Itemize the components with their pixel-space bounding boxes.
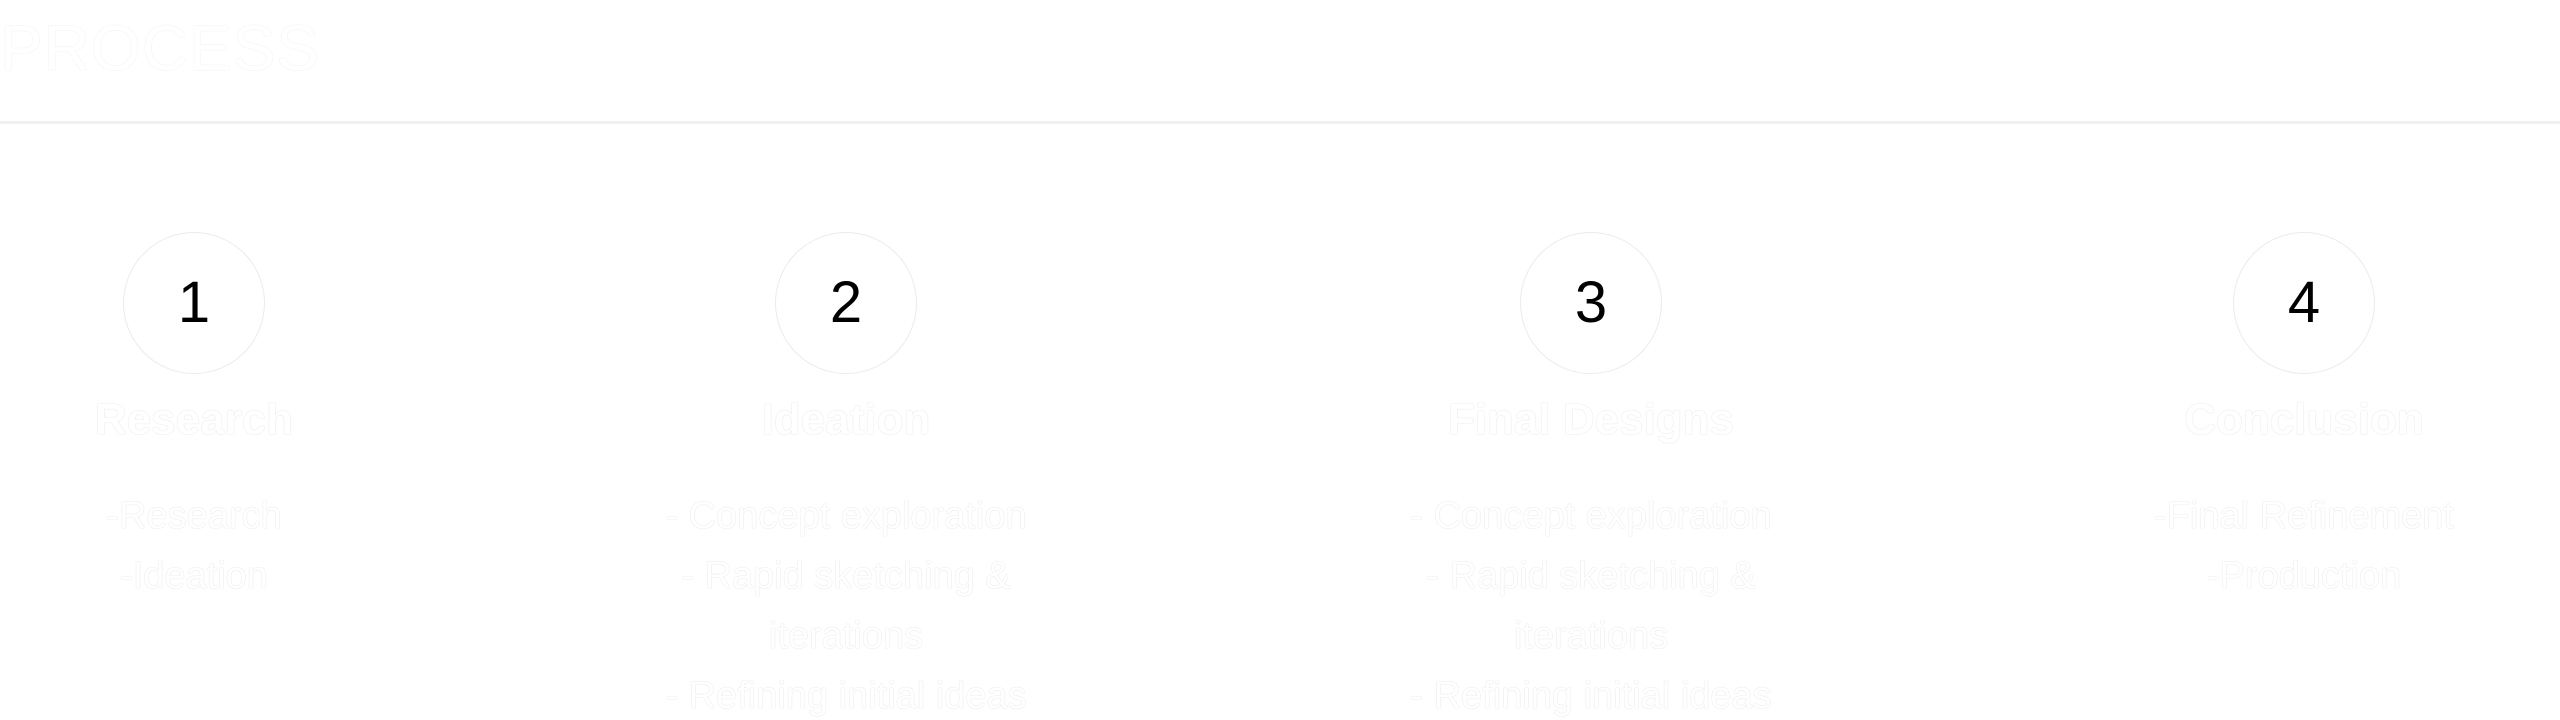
step-number-circle: 4 [2233, 232, 2375, 374]
step-item-list: - Concept exploration - Rapid sketching … [1381, 486, 1801, 720]
section-header: PROCESS [0, 0, 2560, 124]
step-item: iterations [1513, 615, 1669, 657]
step-item: iterations [768, 615, 924, 657]
step-title: Ideation [761, 395, 931, 444]
step-title: Research [94, 395, 294, 444]
step-item: -Research [106, 495, 282, 537]
step-number: 2 [829, 270, 863, 335]
step-number: 4 [2287, 270, 2321, 335]
process-step-3: 3 Final Designs - Concept exploration - … [1381, 232, 1801, 720]
process-step-4: 4 Conclusion -Final Refinement -Producti… [2094, 232, 2514, 606]
step-number: 3 [1574, 270, 1608, 335]
step-number-circle: 1 [123, 232, 265, 374]
step-item: - Refining initial ideas [665, 675, 1027, 717]
step-item: -Production [2206, 555, 2402, 597]
step-item-list: -Research -Ideation [0, 486, 404, 606]
step-item: - Concept exploration [1410, 495, 1772, 537]
step-item: -Final Refinement [2154, 495, 2454, 537]
process-step-1: 1 Research -Research -Ideation [0, 232, 404, 606]
step-title: Conclusion [2184, 395, 2424, 444]
step-title: Final Designs [1447, 395, 1735, 444]
step-item: - Rapid sketching & [1426, 555, 1756, 597]
step-number-circle: 3 [1520, 232, 1662, 374]
step-number: 1 [177, 270, 211, 335]
step-item: - Concept exploration [665, 495, 1027, 537]
section-title: PROCESS [0, 12, 320, 84]
step-item: - Refining initial ideas [1410, 675, 1772, 717]
step-item: -Ideation [120, 555, 268, 597]
step-number-circle: 2 [775, 232, 917, 374]
process-step-2: 2 Ideation - Concept exploration - Rapid… [636, 232, 1056, 720]
step-item-list: -Final Refinement -Production [2094, 486, 2514, 606]
step-item-list: - Concept exploration - Rapid sketching … [636, 486, 1056, 720]
step-item: - Rapid sketching & [681, 555, 1011, 597]
